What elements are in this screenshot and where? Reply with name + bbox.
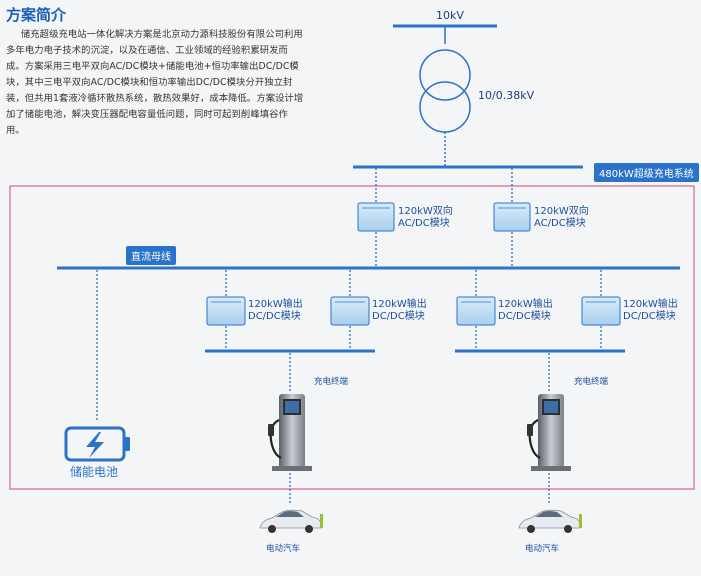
battery-icon bbox=[64, 426, 130, 462]
system-frame bbox=[9, 185, 695, 490]
electric-car-2-label: 电动汽车 bbox=[525, 544, 560, 554]
dc-dc-module-1 bbox=[206, 296, 246, 326]
grid-voltage-label: 10kV bbox=[436, 9, 464, 22]
transformer-ratio-label: 10/0.38kV bbox=[478, 89, 535, 102]
system-label: 480kW超级充电系统 bbox=[594, 163, 699, 182]
transformer-icon bbox=[419, 49, 471, 133]
ac-dc-module-2 bbox=[493, 202, 531, 232]
ac-dc-module-1 bbox=[357, 202, 395, 232]
charging-pile-icon-2 bbox=[527, 394, 571, 471]
intro-title: 方案简介 bbox=[6, 6, 67, 24]
battery-label: 储能电池 bbox=[70, 465, 119, 479]
dc-dc-module-3 bbox=[456, 296, 496, 326]
charging-terminal-1-label: 充电终端 bbox=[314, 377, 349, 387]
charging-terminal-2-label: 充电终端 bbox=[574, 377, 609, 387]
intro-text: 储充超级充电站一体化解决方案是北京动力源科技股份有限公司利用多年电力电子技术的沉… bbox=[6, 29, 304, 136]
dc-bus-label: 直流母线 bbox=[126, 246, 176, 265]
electric-car-icon-2 bbox=[518, 509, 582, 533]
dc-dc-module-4 bbox=[581, 296, 621, 326]
dc-dc-module-2 bbox=[330, 296, 370, 326]
charging-pile-icon-1 bbox=[268, 394, 312, 471]
electric-car-icon-1 bbox=[259, 509, 323, 533]
electric-car-1-label: 电动汽车 bbox=[266, 544, 301, 554]
